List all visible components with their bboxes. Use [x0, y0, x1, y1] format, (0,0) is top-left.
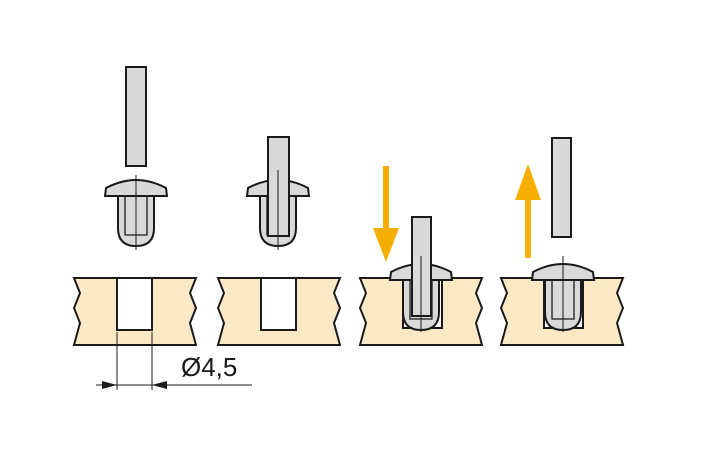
- step-3-press-in: [359, 166, 483, 346]
- diameter-label: Ø4,5: [181, 352, 238, 382]
- drill-hole: [260, 277, 297, 331]
- arrow-down-icon: [373, 166, 399, 262]
- step-2-pin-in-cap: [217, 136, 341, 346]
- step-1-separate-parts: [73, 66, 197, 346]
- pin-rod: [125, 66, 147, 167]
- drill-hole: [116, 277, 153, 331]
- pin-rod: [551, 137, 572, 238]
- step-4-remove-pin: [500, 137, 624, 346]
- arrow-up-icon: [515, 164, 541, 258]
- diameter-dimension: [96, 332, 252, 390]
